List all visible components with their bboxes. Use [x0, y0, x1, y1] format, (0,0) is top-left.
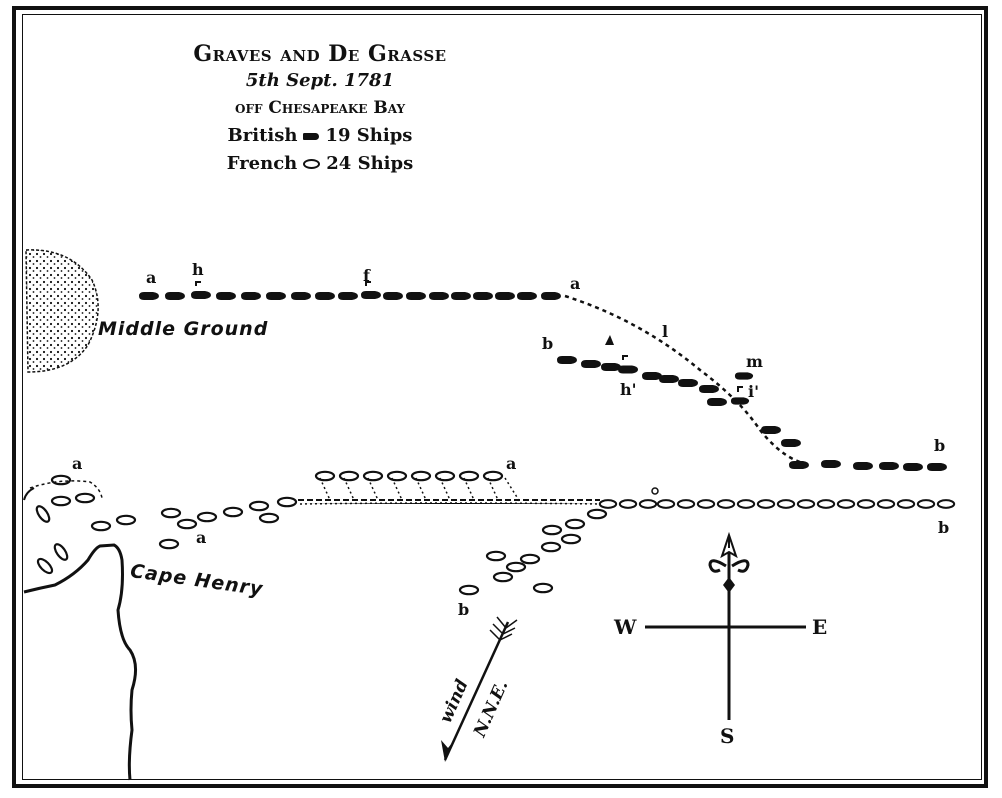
french-ships-anchorage — [29, 474, 298, 577]
middle-ground-label: Middle Ground — [98, 318, 269, 340]
map-border-outer — [12, 6, 988, 788]
legend-british-label: British — [227, 125, 298, 146]
british-line-second — [557, 335, 947, 471]
hollow-ship-icon — [303, 159, 321, 169]
wind-arrow — [441, 616, 518, 762]
compass-east: E — [812, 615, 828, 639]
label-british-b-end: b — [934, 436, 946, 455]
legend-french-label: French — [226, 153, 298, 174]
solid-ship-icon — [303, 132, 320, 140]
battle-date: 5th Sept. 1781 — [245, 70, 395, 91]
legend-british-count: 19 Ships — [325, 125, 413, 146]
label-french-a-shore: a — [196, 528, 207, 547]
compass-west: W — [614, 615, 637, 639]
french-line-east — [598, 487, 956, 509]
map-title: Graves and De Grasse — [193, 41, 447, 67]
french-line-hatched — [298, 470, 601, 505]
label-french-a-cove: a — [72, 454, 83, 473]
label-british-f: f — [363, 266, 370, 285]
label-british-a-end: a — [570, 274, 581, 293]
label-british-h2: h' — [620, 380, 637, 399]
compass-south: S — [720, 724, 735, 748]
french-column-southwest — [458, 508, 608, 596]
label-french-b-east: b — [938, 518, 950, 537]
label-british-a-start: a — [146, 268, 157, 287]
middle-ground-shoal — [25, 249, 99, 373]
battle-location: off Chesapeake Bay — [234, 98, 406, 118]
label-british-b-start: b — [542, 334, 554, 353]
label-british-l: l — [662, 322, 669, 341]
british-line-main — [139, 281, 561, 300]
legend-french: French 24 Ships — [120, 150, 520, 178]
british-track-dotted — [564, 294, 801, 464]
label-british-m: m — [746, 352, 763, 371]
coastline-cape-henry — [23, 487, 137, 781]
title-block: Graves and De Grasse 5th Sept. 1781 off … — [120, 40, 520, 178]
legend-french-count: 24 Ships — [326, 153, 414, 174]
compass-rose — [645, 531, 806, 720]
label-french-a-line: a — [506, 454, 517, 473]
label-british-h: h — [192, 260, 204, 279]
label-french-b-south: b — [458, 600, 470, 619]
map-border-inner — [22, 14, 982, 780]
legend-british: British 19 Ships — [120, 122, 520, 150]
label-british-i: i' — [748, 382, 759, 401]
